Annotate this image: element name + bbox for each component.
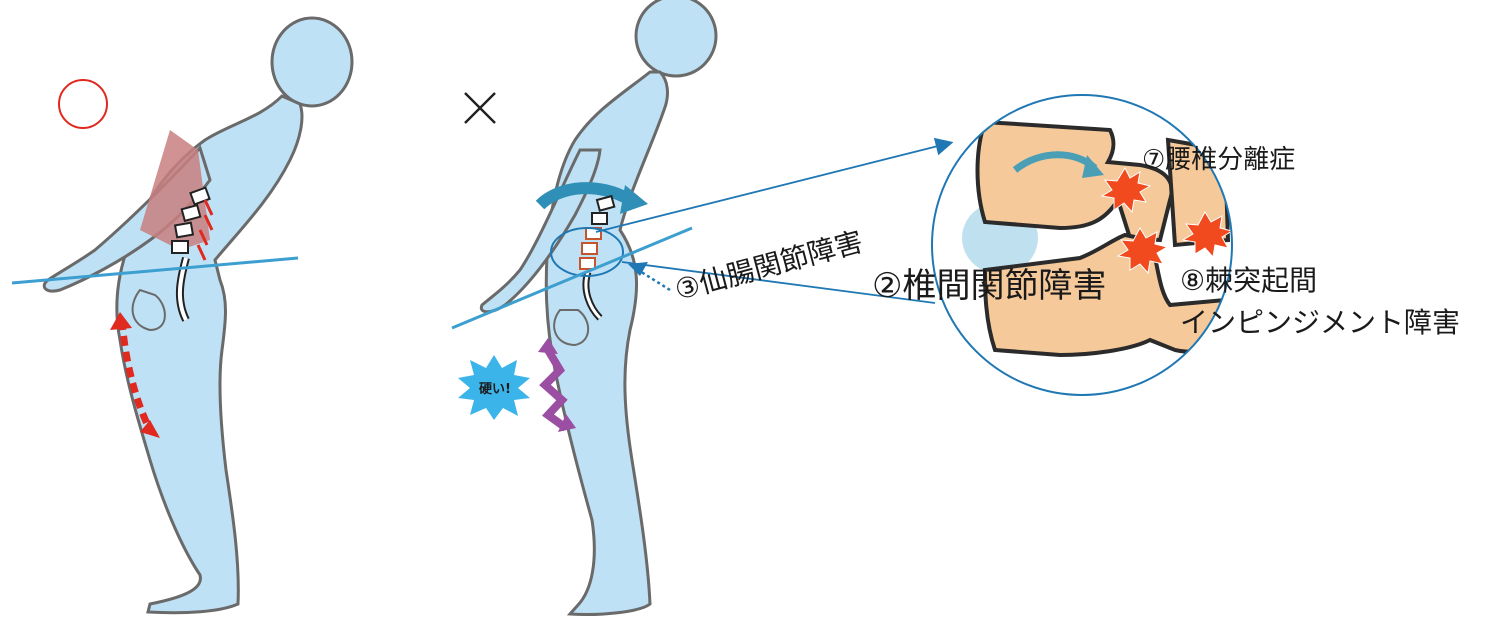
facet-joint-label: ②椎間関節障害 [872,266,1106,306]
correct-posture-figure [5,12,365,623]
zoom-vertebra-detail [932,95,1240,395]
middle-head [636,0,716,76]
spondylolysis-label: ⑦腰椎分離症 [1142,145,1295,175]
spinous-process-label-line2: インピンジメント障害 [1180,306,1460,339]
left-head [272,18,352,106]
incorrect-posture-figure [445,0,745,623]
spinous-process-label-line1: ⑧棘突起間 [1180,264,1317,297]
stiff-label: 硬い! [479,382,511,397]
